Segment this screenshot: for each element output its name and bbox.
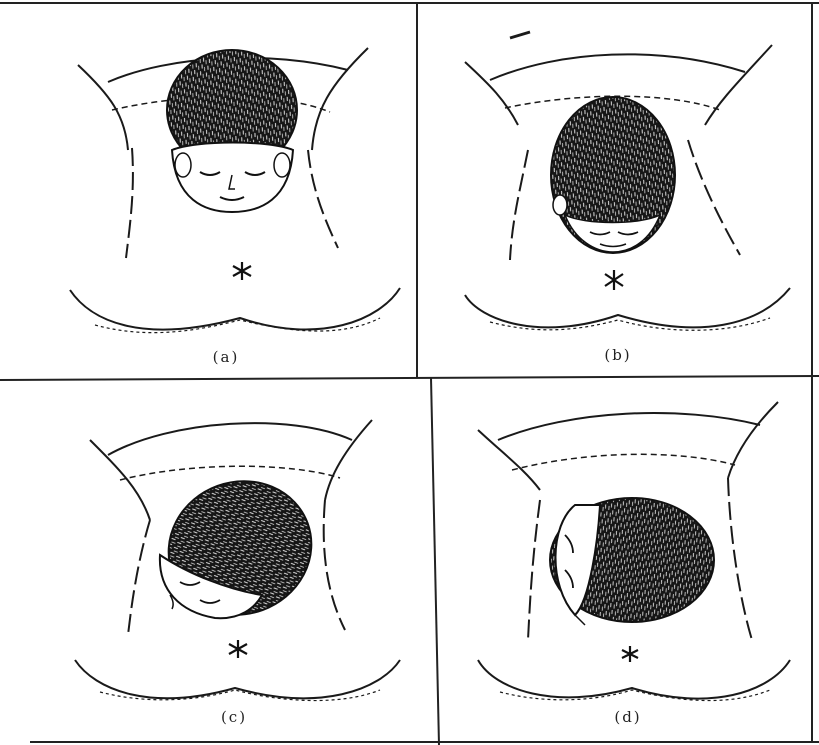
fetal-head [551, 97, 675, 253]
anus-star [233, 262, 251, 280]
panel-b: (b) [465, 32, 790, 364]
panel-a: (a) [70, 48, 400, 366]
anus-star [229, 640, 247, 658]
anus-star [605, 270, 623, 290]
caption-b: (b) [604, 346, 631, 364]
fetal-head [550, 498, 714, 625]
caption-a: (a) [213, 348, 240, 366]
caption-c: (c) [221, 708, 247, 726]
grid-lines [0, 3, 819, 745]
fetal-head [150, 461, 330, 634]
anus-star [622, 646, 638, 662]
panel-c: (c) [75, 420, 400, 726]
fetal-head [167, 50, 297, 212]
panel-d: (d) [478, 402, 790, 726]
caption-d: (d) [614, 708, 641, 726]
